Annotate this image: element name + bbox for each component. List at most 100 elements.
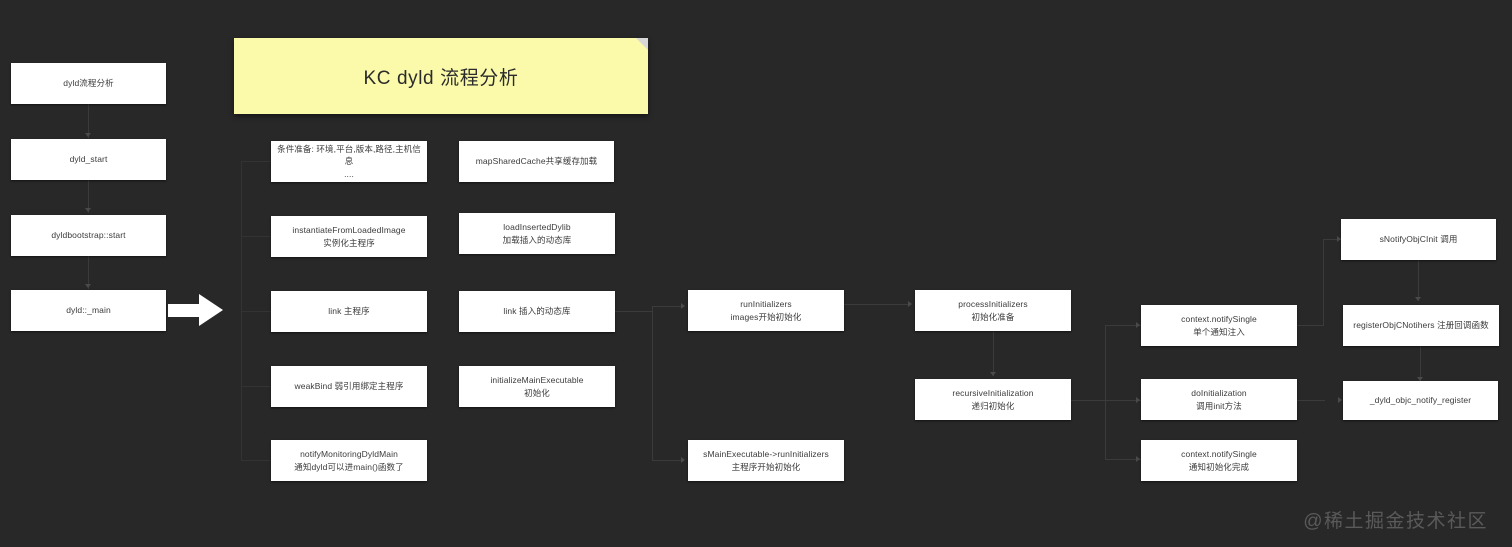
node-label: notifyMonitoringDyldMain [300, 449, 398, 460]
node-label: dyld流程分析 [63, 78, 114, 89]
node-sublabel: 通知dyld可以进main()函数了 [294, 461, 404, 472]
node-weak-bind[interactable]: weakBind 弱引用绑定主程序 [271, 366, 427, 407]
connector-start-to-bootstrap [88, 180, 89, 213]
arrowhead-icon [908, 301, 912, 307]
node-initialize-main-executable[interactable]: initializeMainExecutable 初始化 [459, 366, 615, 407]
connector-spine-to-instantiate [241, 236, 272, 237]
page-fold-icon [636, 38, 648, 50]
connector-spine-to-condition-prepare [241, 161, 272, 162]
connector-branch-to-smain-executable [652, 460, 683, 461]
node-dyld-objc-notify-register[interactable]: _dyld_objc_notify_register [1343, 381, 1498, 420]
arrowhead-icon [681, 457, 685, 463]
node-snotify-objc-init[interactable]: sNotifyObjCInit 调用 [1341, 219, 1496, 260]
title-sticky-note: KC dyld 流程分析 [234, 38, 648, 114]
node-run-initializers[interactable]: runInitializers images开始初始化 [688, 290, 844, 331]
connector-branch-to-notify-single-done [1105, 459, 1141, 460]
node-context-notify-single-done[interactable]: context.notifySingle 通知初始化完成 [1141, 440, 1297, 481]
connector-spine-to-notify-monitoring [241, 460, 272, 461]
node-label: dyld::_main [66, 305, 111, 316]
arrowhead-icon [1136, 456, 1140, 462]
node-dyld-start[interactable]: dyld_start [11, 139, 166, 180]
connector-recursive-out [1071, 400, 1105, 401]
connector-branch-to-run-initializers [652, 306, 683, 307]
node-label: mapSharedCache共享缓存加载 [475, 156, 598, 167]
arrowhead-icon [1417, 377, 1423, 381]
connector-branch-to-do-initialization [1105, 400, 1141, 401]
node-label: sNotifyObjCInit 调用 [1379, 234, 1458, 245]
arrowhead-icon [681, 303, 685, 309]
node-link-inserted-dylib[interactable]: link 插入的动态库 [459, 291, 615, 332]
connector-process-to-recursive [993, 331, 994, 376]
page-title: KC dyld 流程分析 [363, 67, 519, 89]
connector-branch-to-notify-single-inject [1105, 325, 1141, 326]
node-label: weakBind 弱引用绑定主程序 [294, 381, 404, 392]
connector-dyld-flow-to-start [88, 103, 89, 138]
connector-do-init-to-notify-register [1297, 400, 1325, 401]
connector-spine-to-link-main [241, 311, 272, 312]
node-dyld-flow-analysis[interactable]: dyld流程分析 [11, 63, 166, 104]
connector-to-snotify-objc-init [1323, 239, 1341, 240]
connector-run-to-process-initializers [844, 304, 910, 305]
connector-notify-single-up [1323, 239, 1324, 326]
connector-init-main-exec-branch [652, 306, 653, 461]
node-sublabel: 加载插入的动态库 [502, 234, 572, 245]
node-load-inserted-dylib[interactable]: loadInsertedDylib 加载插入的动态库 [459, 213, 615, 254]
node-smain-executable-run-initializers[interactable]: sMainExecutable->runInitializers 主程序开始初始… [688, 440, 844, 481]
node-label: sMainExecutable->runInitializers [703, 449, 829, 460]
arrowhead-icon [1136, 397, 1140, 403]
node-recursive-initialization[interactable]: recursiveInitialization 递归初始化 [915, 379, 1071, 420]
arrowhead-icon [1338, 397, 1342, 403]
node-sublabel: 初始化准备 [971, 311, 1015, 322]
node-label: dyldbootstrap::start [51, 230, 126, 241]
node-label: instantiateFromLoadedImage [292, 225, 406, 236]
node-dyldbootstrap-start[interactable]: dyldbootstrap::start [11, 215, 166, 256]
node-label: link 主程序 [328, 306, 370, 317]
node-label: recursiveInitialization [952, 388, 1034, 399]
node-label: 条件准备: 环境,平台,版本,路径,主机信息 [277, 144, 421, 167]
arrowhead-icon [85, 208, 91, 212]
node-notify-monitoring-dyld-main[interactable]: notifyMonitoringDyldMain 通知dyld可以进main()… [271, 440, 427, 481]
node-label: registerObjCNotihers 注册回调函数 [1353, 320, 1489, 331]
node-sublabel: 实例化主程序 [323, 237, 375, 248]
arrow-shaft [168, 304, 201, 317]
node-label: context.notifySingle [1181, 314, 1257, 325]
connector-recursive-branch [1105, 325, 1106, 459]
node-sublabel: .... [344, 168, 354, 179]
node-label: loadInsertedDylib [503, 222, 571, 233]
node-sublabel: 初始化 [524, 387, 550, 398]
node-label: link 插入的动态库 [503, 306, 571, 317]
node-dyld-main[interactable]: dyld::_main [11, 290, 166, 331]
arrowhead-icon [1136, 322, 1140, 328]
node-sublabel: 递归初始化 [971, 400, 1015, 411]
node-link-main-program[interactable]: link 主程序 [271, 291, 427, 332]
node-label: dyld_start [69, 154, 108, 165]
node-do-initialization[interactable]: doInitialization 调用init方法 [1141, 379, 1297, 420]
node-map-shared-cache[interactable]: mapSharedCache共享缓存加载 [459, 141, 614, 182]
arrow-head [199, 294, 223, 326]
connector-bootstrap-to-main [88, 256, 89, 289]
node-label: context.notifySingle [1181, 449, 1257, 460]
connector-snotify-to-register [1418, 259, 1419, 301]
node-process-initializers[interactable]: processInitializers 初始化准备 [915, 290, 1071, 331]
arrowhead-icon [1415, 297, 1421, 301]
node-label: initializeMainExecutable [490, 375, 584, 386]
node-sublabel: images开始初始化 [730, 311, 802, 322]
node-condition-prepare[interactable]: 条件准备: 环境,平台,版本,路径,主机信息 .... [271, 141, 427, 182]
arrowhead-icon [1337, 236, 1341, 242]
connector-register-to-notify-register [1420, 345, 1421, 381]
node-sublabel: 通知初始化完成 [1188, 461, 1250, 472]
node-register-objc-notifiers[interactable]: registerObjCNotihers 注册回调函数 [1343, 305, 1499, 346]
connector-init-main-exec-out [614, 311, 652, 312]
arrowhead-icon [85, 284, 91, 288]
arrowhead-icon [85, 133, 91, 137]
node-sublabel: 主程序开始初始化 [731, 461, 801, 472]
node-label: _dyld_objc_notify_register [1369, 395, 1472, 406]
node-instantiate-from-loaded-image[interactable]: instantiateFromLoadedImage 实例化主程序 [271, 216, 427, 257]
connector-spine-to-weakbind [241, 386, 272, 387]
node-sublabel: 单个通知注入 [1193, 326, 1245, 337]
watermark: @稀土掘金技术社区 [1303, 511, 1488, 532]
main-flow-arrow-icon [168, 294, 223, 327]
node-context-notify-single-inject[interactable]: context.notifySingle 单个通知注入 [1141, 305, 1297, 346]
connector-notify-single-out [1297, 325, 1323, 326]
